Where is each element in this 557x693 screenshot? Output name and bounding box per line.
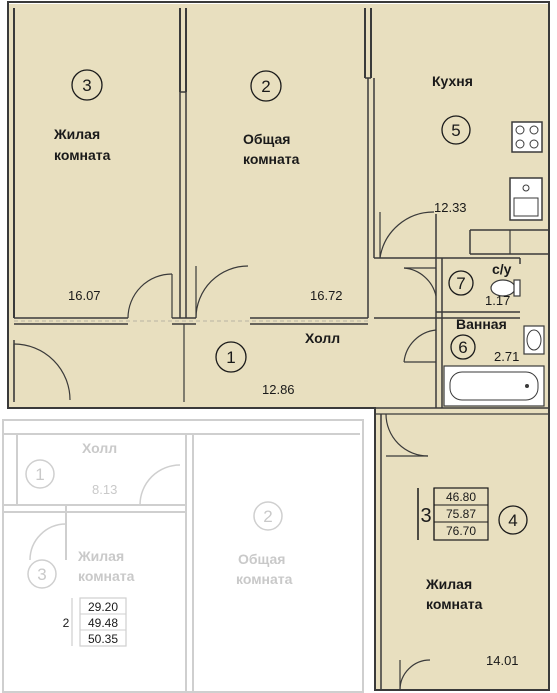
ghost-summary: 2 29.20 49.48 50.35 — [63, 597, 127, 647]
room-7-number: 7 — [456, 274, 465, 293]
room-2-number: 2 — [261, 77, 270, 96]
ghost-summary-v2: 49.48 — [88, 616, 118, 630]
ghost-summary-v3: 50.35 — [88, 632, 118, 646]
room-6-number: 6 — [458, 338, 467, 357]
room-5: Кухня 5 12.33 — [432, 73, 473, 215]
walls — [7, 1, 550, 691]
doors — [13, 211, 437, 691]
ghost-summary-rooms: 2 — [63, 616, 70, 630]
room-3-number: 3 — [82, 76, 91, 95]
room-7: с/у 7 1.17 — [448, 261, 512, 308]
ghost-room-2-name-1: Общая — [238, 551, 285, 567]
ghost-summary-v1: 29.20 — [88, 600, 118, 614]
room-3-area: 16.07 — [68, 288, 101, 303]
washbasin-icon — [523, 325, 545, 355]
ghost-room-1-area: 8.13 — [92, 482, 117, 497]
ghost-room-2-marker — [253, 501, 283, 531]
room-1-name: Холл — [305, 330, 340, 346]
sink-icon — [509, 177, 543, 221]
room-3-name-2: комната — [54, 147, 111, 163]
summary-living-area: 46.80 — [446, 490, 476, 504]
room-6-name: Ванная — [456, 316, 507, 332]
area-summary: 3 46.80 75.87 76.70 — [417, 487, 489, 541]
ghost-room-3-number: 3 — [37, 565, 46, 584]
room-2-name-2: комната — [243, 151, 300, 167]
ghost-room-3-name-1: Жилая — [77, 548, 124, 564]
room-3-name-1: Жилая — [53, 126, 100, 142]
ghost-room-1-marker — [25, 459, 55, 489]
summary-rooms-count: 3 — [420, 505, 431, 527]
room-1-area: 12.86 — [262, 382, 295, 397]
room-6-area: 2.71 — [494, 349, 519, 364]
room-5-name: Кухня — [432, 73, 473, 89]
room-6: Ванная 6 2.71 — [450, 316, 519, 364]
room-1: Холл 1 12.86 — [215, 330, 340, 397]
apartment-floor — [8, 4, 549, 690]
room-4-area: 14.01 — [486, 653, 519, 668]
room-4: 4 Жилая комната 14.01 — [425, 505, 528, 668]
room-5-number: 5 — [451, 121, 460, 140]
room-4-name-2: комната — [426, 596, 483, 612]
ghost-room-3-name-2: комната — [78, 568, 135, 584]
room-2-area: 16.72 — [310, 288, 343, 303]
room-2: 2 Общая комната 16.72 — [243, 70, 343, 303]
ghost-room-3-marker — [27, 559, 57, 589]
room-7-area: 1.17 — [485, 293, 510, 308]
room-5-area: 12.33 — [434, 200, 467, 215]
room-2-name-1: Общая — [243, 131, 290, 147]
ghost-room-1-number: 1 — [35, 465, 44, 484]
room-4-name-1: Жилая — [425, 576, 472, 592]
ghost-outline — [2, 419, 364, 693]
ghost-room-2-number: 2 — [263, 507, 272, 526]
summary-full-area: 76.70 — [446, 524, 476, 538]
summary-total-area: 75.87 — [446, 507, 476, 521]
room-1-number: 1 — [226, 348, 235, 367]
stove-icon — [511, 121, 543, 153]
toilet-icon — [490, 279, 521, 297]
bathtub-icon — [443, 365, 545, 407]
room-3: 3 Жилая комната 16.07 — [53, 69, 111, 303]
ghost-apartment: 1 Холл 8.13 3 Жилая комната 2 Общая комн… — [2, 419, 364, 693]
ghost-room-1-name: Холл — [82, 440, 117, 456]
ghost-room-2-name-2: комната — [236, 571, 293, 587]
room-4-number: 4 — [508, 511, 517, 530]
room-7-name: с/у — [492, 261, 512, 277]
